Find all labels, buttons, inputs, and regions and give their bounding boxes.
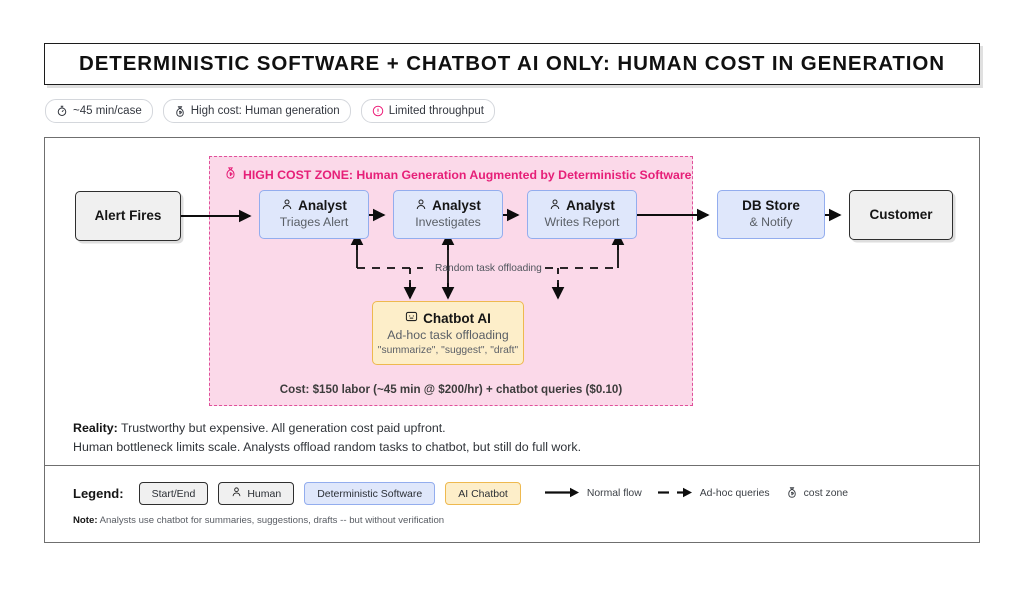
footer-note-label: Note:: [73, 515, 98, 526]
node-db-store-title: DB Store: [742, 198, 800, 214]
legend-chip-deterministic-software-label: Deterministic Software: [317, 487, 423, 500]
legend-chip-ai-chatbot-label: AI Chatbot: [458, 487, 508, 500]
metric-chip-row: ~45 min/case High cost: Human generation: [45, 99, 495, 123]
node-analyst-triage-sub: Triages Alert: [279, 215, 349, 230]
legend-chip-deterministic-software[interactable]: Deterministic Software: [304, 482, 436, 505]
node-chatbot-ai[interactable]: Chatbot AI Ad-hoc task offloading "summa…: [372, 301, 524, 365]
reality-label: Reality:: [73, 421, 118, 435]
node-analyst-triage[interactable]: Analyst Triages Alert: [259, 190, 369, 239]
legend-key-ad-hoc-queries: Ad-hoc queries: [657, 487, 770, 501]
node-analyst-triage-label: Analyst: [298, 198, 347, 214]
person-icon: [281, 198, 293, 215]
high-cost-zone-title: HIGH COST ZONE: Human Generation Augment…: [224, 166, 691, 183]
legend-divider: [45, 465, 979, 467]
node-customer-title: Customer: [869, 207, 933, 223]
chip-throughput: Limited throughput: [360, 99, 495, 123]
legend-key-normal-flow: Normal flow: [544, 487, 642, 501]
legend-key-ad-hoc-queries-label: Ad-hoc queries: [699, 488, 770, 499]
zone-cost-text: Cost: $150 labor (~45 min @ $200/hr) + c…: [279, 383, 623, 396]
footer-note-text: Analysts use chatbot for summaries, sugg…: [97, 515, 445, 526]
smiley-icon: [405, 310, 418, 327]
node-analyst-report-label: Analyst: [566, 198, 615, 214]
chip-cost: High cost: Human generation: [162, 99, 351, 123]
legend-key-row: Normal flow Ad-hoc queries: [544, 486, 848, 502]
node-analyst-investigates[interactable]: Analyst Investigates: [393, 190, 503, 239]
legend-chip-start-end[interactable]: Start/End: [138, 482, 209, 505]
diagram-card: HIGH COST ZONE: Human Generation Augment…: [44, 137, 980, 543]
chip-cost-label: High cost: Human generation: [190, 105, 340, 117]
legend-key-cost-zone-label: cost zone: [803, 488, 849, 499]
legend-chip-start-end-label: Start/End: [151, 487, 196, 500]
node-alert-fires[interactable]: Alert Fires: [75, 191, 181, 241]
node-analyst-investigates-label: Analyst: [432, 198, 481, 214]
node-chatbot-ai-title: Chatbot AI: [405, 310, 491, 327]
reality-line-1-text: Trustworthy but expensive. All generatio…: [117, 421, 446, 435]
node-analyst-report-sub: Writes Report: [544, 215, 620, 230]
node-chatbot-ai-examples: "summarize", "suggest", "draft": [377, 344, 519, 356]
edge-label-offloading: Random task offloading: [435, 263, 542, 274]
node-db-store[interactable]: DB Store & Notify: [717, 190, 825, 239]
node-alert-fires-title: Alert Fires: [94, 208, 162, 224]
node-customer[interactable]: Customer: [849, 190, 953, 240]
chip-throughput-label: Limited throughput: [388, 105, 484, 117]
money-bag-icon: [786, 486, 798, 502]
chip-time-label: ~45 min/case: [73, 105, 142, 117]
warning-circle-icon: [372, 105, 384, 117]
footer-note: Note: Analysts use chatbot for summaries…: [73, 515, 444, 526]
person-icon: [415, 198, 427, 215]
page-title: DETERMINISTIC SOFTWARE + CHATBOT AI ONLY…: [44, 43, 980, 85]
node-analyst-investigates-title: Analyst: [415, 198, 481, 215]
node-analyst-investigates-sub: Investigates: [415, 215, 481, 230]
legend-chip-human-label: Human: [247, 487, 282, 500]
reality-line-2: Human bottleneck limits scale. Analysts …: [73, 440, 582, 454]
high-cost-zone-label: HIGH COST ZONE: Human Generation Augment…: [243, 167, 692, 182]
legend-chip-ai-chatbot[interactable]: AI Chatbot: [445, 482, 521, 505]
person-icon: [231, 486, 242, 501]
money-bag-icon: [174, 105, 186, 118]
dashed-arrow-icon: [657, 487, 694, 501]
page-title-text: DETERMINISTIC SOFTWARE + CHATBOT AI ONLY…: [79, 52, 945, 75]
person-icon: [549, 198, 561, 215]
legend-chip-human[interactable]: Human: [218, 482, 295, 505]
reality-block: Reality: Trustworthy but expensive. All …: [73, 419, 581, 457]
legend-key-normal-flow-label: Normal flow: [586, 488, 642, 499]
legend-label: Legend:: [73, 486, 124, 501]
legend: Legend: Start/End Human Deterministic So…: [73, 482, 848, 505]
money-bag-icon: [224, 166, 237, 183]
reality-line-1: Reality: Trustworthy but expensive. All …: [73, 419, 581, 438]
node-analyst-report[interactable]: Analyst Writes Report: [527, 190, 637, 239]
node-db-store-sub: & Notify: [749, 214, 793, 229]
node-chatbot-ai-sub: Ad-hoc task offloading: [387, 327, 509, 342]
node-chatbot-ai-label: Chatbot AI: [423, 310, 491, 326]
node-analyst-triage-title: Analyst: [281, 198, 347, 215]
stopwatch-icon: [56, 105, 68, 117]
node-analyst-report-title: Analyst: [549, 198, 615, 215]
solid-arrow-icon: [544, 487, 581, 501]
chip-time: ~45 min/case: [45, 99, 153, 123]
legend-key-cost-zone: cost zone: [786, 486, 848, 502]
